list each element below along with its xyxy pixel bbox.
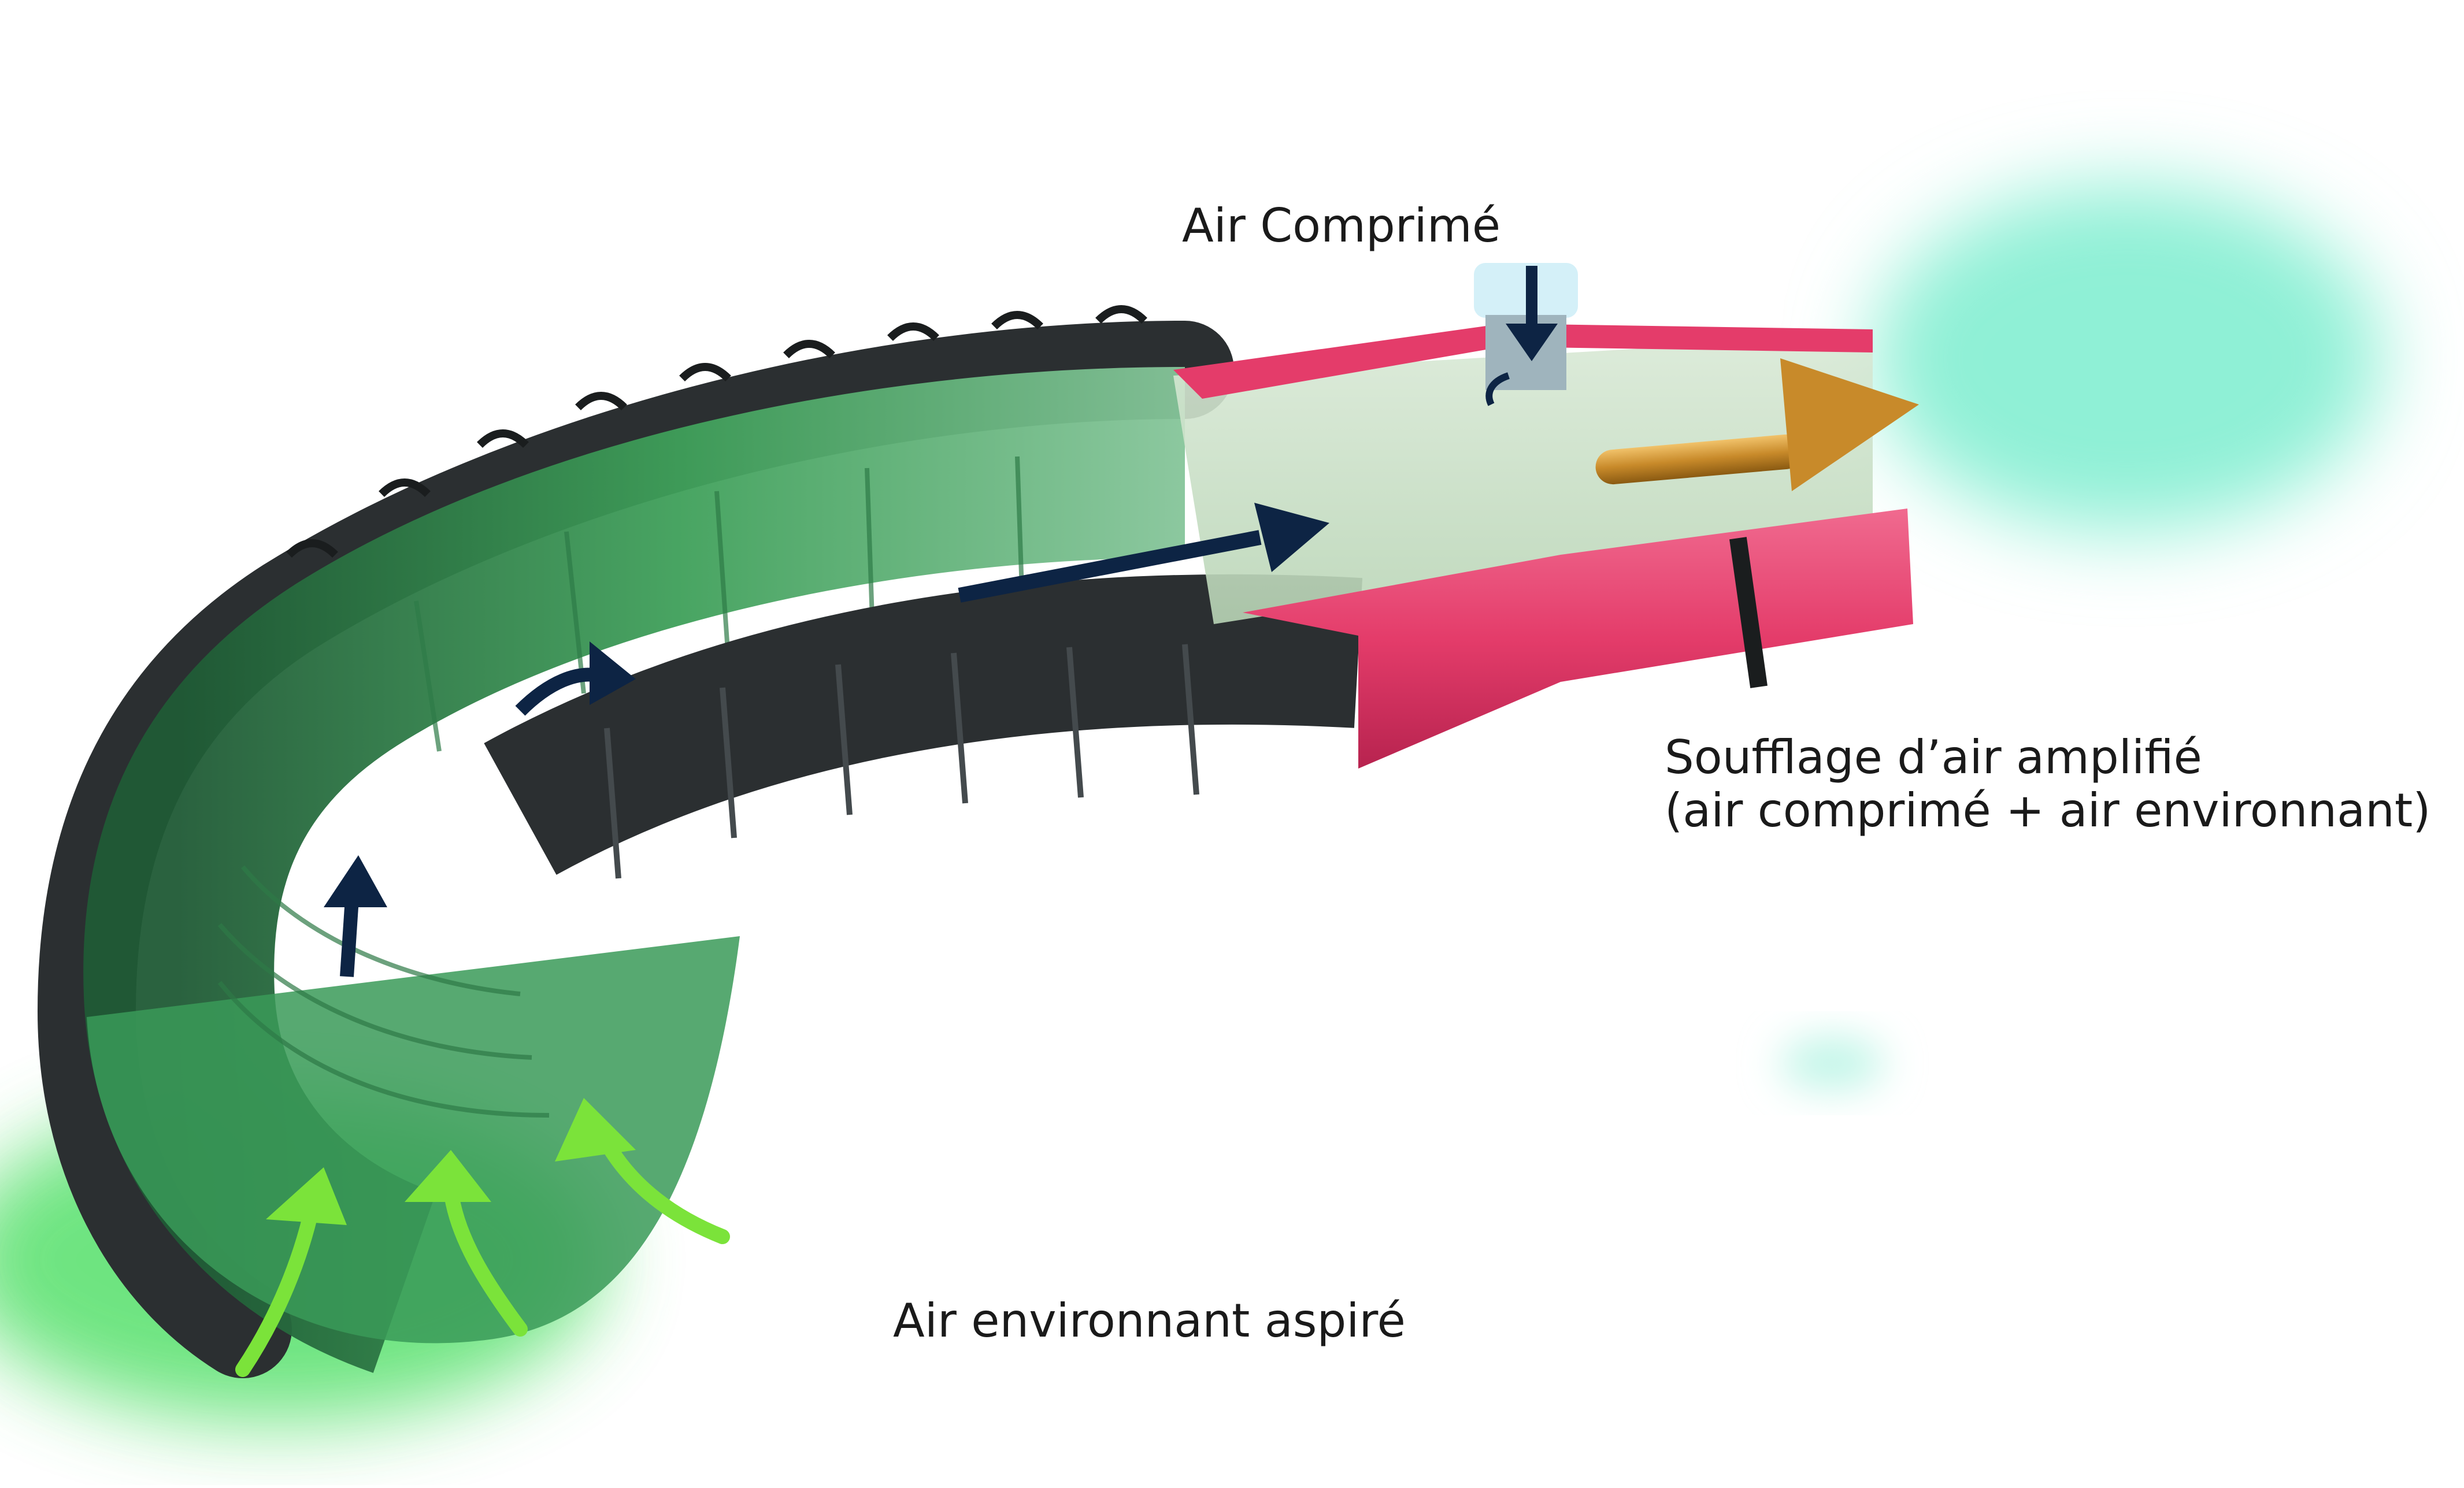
- intake-arrow-2-head: [405, 1150, 491, 1202]
- hose-intake-mouth: [87, 936, 740, 1344]
- hose-front-ribs: [604, 644, 1199, 879]
- output-arrow-shaft: [1595, 434, 1803, 485]
- compressed-air-arrowhead: [1506, 324, 1558, 361]
- main-flow-arrow: [958, 530, 1262, 603]
- bend-flow-arrowhead-lower: [324, 855, 387, 907]
- intake-arrow-1-shaft: [235, 1200, 320, 1377]
- hose-outer-front: [484, 574, 1363, 875]
- intake-arrow-1-head: [266, 1167, 347, 1225]
- ambient-air-intake-label: Air environnant aspiré: [893, 1294, 1406, 1348]
- nozzle-inner-chamber: [1173, 335, 1873, 624]
- output-air-wisp: [1780, 1037, 1884, 1089]
- bend-flow-arrowhead-upper: [590, 641, 636, 705]
- compressed-air-swirl-arrow: [1485, 372, 1510, 406]
- compressed-air-label: Air Comprimé: [1182, 199, 1501, 253]
- output-flow-arrow: [1595, 358, 1919, 491]
- output-arrow-head: [1780, 358, 1919, 491]
- nozzle-top-shell: [1173, 324, 1873, 399]
- internal-flow-arrows: [324, 266, 1558, 977]
- intake-arrowheads: [266, 1098, 636, 1225]
- main-flow-arrowhead: [1254, 503, 1329, 572]
- nozzle-ring: [1729, 537, 1768, 688]
- hose-corrugations: [286, 305, 1147, 558]
- amplified-blow-label-line2: (air comprimé + air environnant): [1665, 784, 2431, 837]
- intake-arrow-2-shaft: [443, 1183, 528, 1337]
- amplified-blow-label: Soufflage d’air amplifié (air comprimé +…: [1665, 731, 2430, 837]
- amplified-blow-label-line1: Soufflage d’air amplifié: [1665, 730, 2202, 784]
- output-air-cloud: [1873, 185, 2381, 532]
- intake-arrow-3-head: [555, 1098, 636, 1162]
